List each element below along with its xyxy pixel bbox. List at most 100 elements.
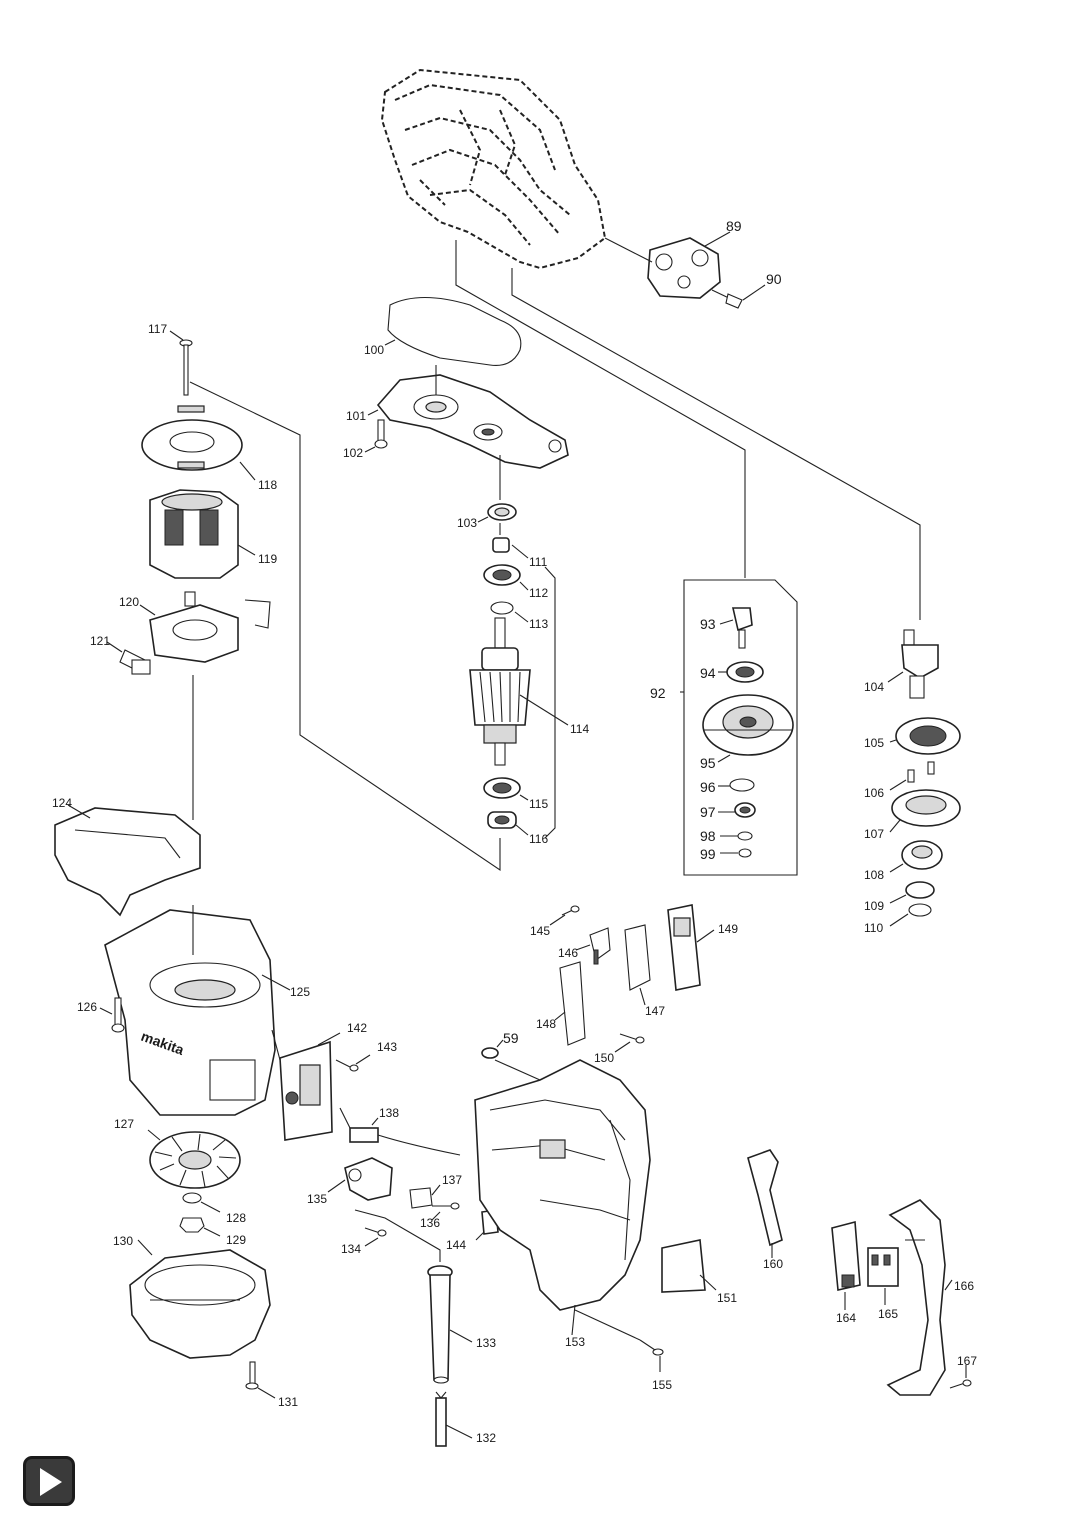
- part-142-controller: [279, 1040, 333, 1141]
- part-label-98: 98: [700, 828, 716, 844]
- part-117-long-screw: [179, 339, 193, 396]
- part-label-110: 110: [864, 921, 883, 935]
- part-99-retaining-ring: [738, 848, 752, 858]
- play-triangle-icon: [40, 1468, 62, 1496]
- next-page-button[interactable]: [23, 1456, 75, 1506]
- part-label-164: 164: [836, 1311, 856, 1325]
- part-label-108: 108: [864, 868, 884, 882]
- part-label-160: 160: [763, 1257, 783, 1271]
- part-label-143: 143: [377, 1040, 397, 1054]
- part-label-107: 107: [864, 827, 884, 841]
- part-label-96: 96: [700, 779, 716, 795]
- part-114-armature: [469, 617, 531, 766]
- part-135-switch: [344, 1157, 393, 1201]
- part-label-118: 118: [258, 478, 277, 492]
- part-105-bearing: [895, 717, 961, 755]
- part-98-washer: [737, 831, 753, 841]
- part-label-100: 100: [364, 343, 384, 357]
- part-106-pin: [907, 761, 935, 783]
- part-label-131: 131: [278, 1395, 298, 1409]
- part-130-baffle-plate: [129, 1249, 271, 1359]
- part-label-151: 151: [717, 1291, 737, 1305]
- part-166-handle-cover: [886, 1199, 946, 1396]
- part-112-ball-bearing: [483, 564, 521, 586]
- part-label-145: 145: [530, 924, 550, 938]
- part-label-102: 102: [343, 446, 363, 460]
- part-94-bearing: [726, 661, 764, 683]
- part-138-cord: [349, 1127, 461, 1156]
- part-132-cord: [435, 1391, 447, 1447]
- part-95-gear: [702, 694, 794, 756]
- part-100-gasket: [387, 296, 522, 366]
- part-134-screw: [364, 1227, 387, 1237]
- part-label-93: 93: [700, 616, 716, 632]
- part-label-101: 101: [346, 409, 366, 423]
- part-115-bearing: [483, 777, 521, 799]
- part-128-washer: [182, 1192, 202, 1204]
- part-label-112: 112: [529, 586, 548, 600]
- part-label-104: 104: [864, 680, 884, 694]
- part-label-133: 133: [476, 1336, 496, 1350]
- part-107-gear: [891, 789, 961, 827]
- part-label-135: 135: [307, 1192, 327, 1206]
- part-label-120: 120: [119, 595, 139, 609]
- part-label-95: 95: [700, 755, 716, 771]
- part-label-138: 138: [379, 1106, 399, 1120]
- part-164-switch: [831, 1220, 861, 1291]
- part-label-142: 142: [347, 1021, 367, 1035]
- part-110-washer: [908, 903, 932, 917]
- part-101-inner-housing: [376, 374, 569, 469]
- part-167-screw: [949, 1379, 972, 1389]
- part-96-washer: [729, 778, 755, 792]
- part-label-149: 149: [718, 922, 738, 936]
- part-label-113: 113: [529, 617, 548, 631]
- part-59-screw: [481, 1047, 499, 1059]
- part-131-screw: [245, 1361, 259, 1390]
- part-93-shaft: [731, 607, 753, 649]
- part-126-screw: [111, 997, 125, 1033]
- part-label-155: 155: [652, 1378, 672, 1392]
- part-102-screw: [374, 419, 388, 449]
- part-label-128: 128: [226, 1211, 246, 1225]
- part-129-nut: [179, 1217, 205, 1233]
- part-125-motor-housing: makita: [104, 909, 276, 1116]
- part-label-89: 89: [726, 218, 742, 234]
- part-label-148: 148: [536, 1017, 556, 1031]
- part-label-109: 109: [864, 899, 884, 913]
- part-label-111: 111: [529, 555, 548, 569]
- part-143-screw: [335, 1059, 359, 1072]
- part-label-165: 165: [878, 1307, 898, 1321]
- part-89-bearing-box: [647, 237, 721, 299]
- part-label-90: 90: [766, 271, 782, 287]
- part-155-screw: [639, 1339, 664, 1356]
- gear-housing-outline: [380, 68, 607, 270]
- part-label-166: 166: [954, 1279, 974, 1293]
- part-label-130: 130: [113, 1234, 133, 1248]
- part-label-99: 99: [700, 846, 716, 862]
- part-label-137: 137: [442, 1173, 462, 1187]
- part-label-103: 103: [457, 516, 477, 530]
- part-label-144: 144: [446, 1238, 466, 1252]
- part-label-136: 136: [420, 1216, 440, 1230]
- part-108-gear: [901, 840, 943, 870]
- part-label-121: 121: [90, 634, 110, 648]
- part-121-carbon-brush: [119, 649, 151, 675]
- part-120-brush-holder: [149, 591, 271, 663]
- part-label-146: 146: [558, 946, 578, 960]
- part-label-132: 132: [476, 1431, 496, 1445]
- part-label-105: 105: [864, 736, 884, 750]
- part-146-lever: [589, 927, 611, 965]
- part-165-terminal: [867, 1247, 899, 1287]
- part-97-bearing: [734, 802, 756, 818]
- part-label-117: 117: [148, 322, 167, 336]
- part-label-106: 106: [864, 786, 884, 800]
- part-label-125: 125: [290, 985, 310, 999]
- part-151-label: [661, 1239, 706, 1293]
- part-label-129: 129: [226, 1233, 246, 1247]
- part-147-lever: [624, 924, 651, 991]
- part-90-screw: [711, 289, 743, 309]
- part-label-59: 59: [503, 1030, 519, 1046]
- part-group-92-frame: [683, 579, 798, 876]
